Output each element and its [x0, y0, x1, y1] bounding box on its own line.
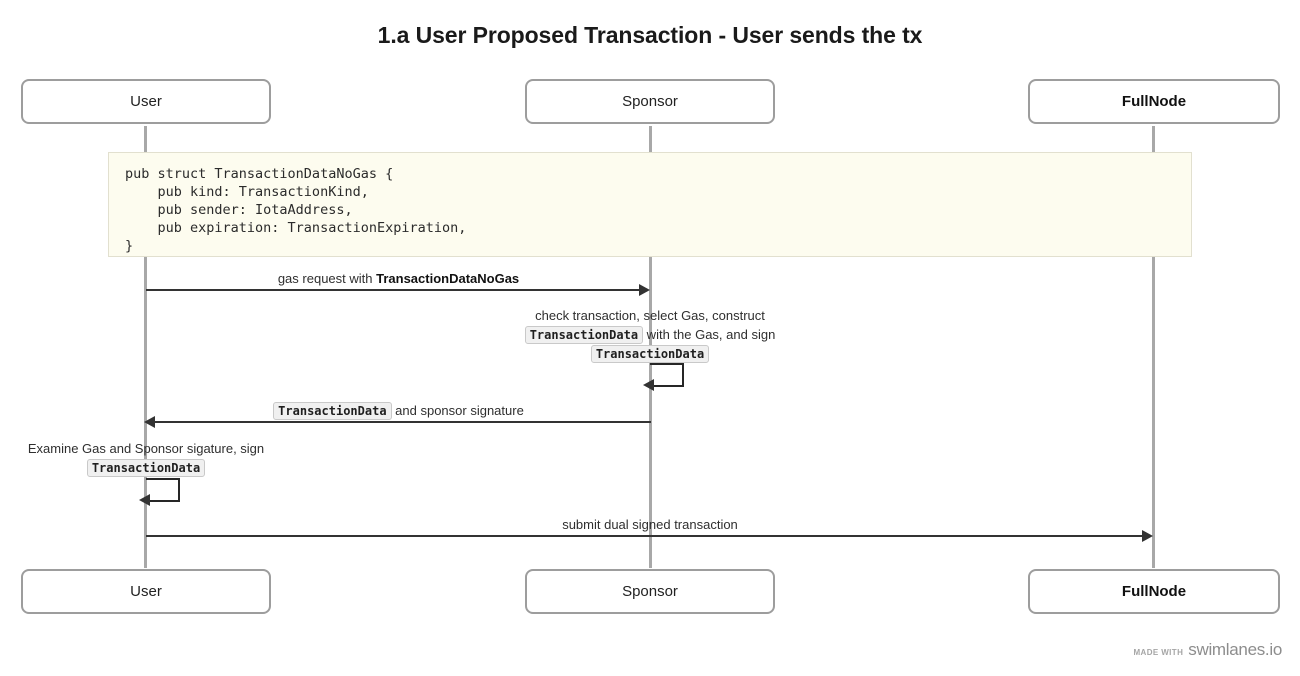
message-label-user-self: Examine Gas and Sponsor sigature, sign T…: [0, 439, 292, 477]
message-label-sponsor-self: check transaction, select Gas, construct…: [450, 306, 850, 363]
participant-fullnode-top-label: FullNode: [1121, 93, 1187, 110]
code-chip-transactiondata-4: TransactionData: [86, 459, 206, 477]
note-transactiondatanogas: pub struct TransactionDataNoGas { pub ki…: [108, 152, 1192, 257]
message-label-submit-dual-signed: submit dual signed transaction: [146, 515, 1154, 534]
arrowhead-left-user-self: [139, 494, 150, 506]
participant-sponsor-bottom[interactable]: Sponsor: [525, 569, 775, 614]
participant-fullnode-bottom[interactable]: FullNode: [1028, 569, 1280, 614]
message-label-gas-request: gas request with TransactionDataNoGas: [146, 269, 651, 288]
note-code-text: pub struct TransactionDataNoGas { pub ki…: [125, 166, 467, 254]
footer-made-with-label: MADE WITH: [1133, 648, 1184, 657]
message-arrow-submit-dual-signed: [146, 535, 1146, 537]
arrowhead-right-submit-dual-signed: [1142, 530, 1153, 542]
message-label-user-self-line1: Examine Gas and Sponsor sigature, sign: [27, 441, 265, 456]
participant-fullnode-bottom-label: FullNode: [1121, 583, 1187, 600]
message-label-user-self-line2: TransactionData: [0, 458, 292, 477]
footer-brand-label: swimlanes.io: [1188, 640, 1282, 659]
participant-sponsor-top[interactable]: Sponsor: [525, 79, 775, 124]
arrowhead-right-gas-request: [639, 284, 650, 296]
code-chip-transactiondata-3: TransactionData: [273, 402, 392, 420]
participant-user-top[interactable]: User: [21, 79, 271, 124]
participant-user-top-label: User: [130, 93, 162, 110]
self-message-loop-user: [146, 478, 182, 502]
participant-sponsor-top-label: Sponsor: [622, 93, 678, 110]
footer-watermark[interactable]: MADE WITH swimlanes.io: [1133, 640, 1282, 660]
arrowhead-left-sponsor-self: [643, 379, 654, 391]
message-label-transactiondata-return-text: and sponsor signature: [391, 403, 524, 418]
message-arrow-transactiondata-return: [155, 421, 651, 423]
arrowhead-left-transactiondata-return: [144, 416, 155, 428]
message-label-gas-request-bold: TransactionDataNoGas: [376, 271, 520, 286]
participant-sponsor-bottom-label: Sponsor: [622, 583, 678, 600]
message-label-sponsor-self-line2: TransactionData with the Gas, and sign: [450, 325, 850, 344]
message-label-sponsor-self-line1: check transaction, select Gas, construct: [535, 308, 765, 323]
page-title: 1.a User Proposed Transaction - User sen…: [377, 22, 923, 48]
participant-user-bottom[interactable]: User: [21, 569, 271, 614]
code-chip-transactiondata-2: TransactionData: [590, 345, 710, 363]
participant-fullnode-top[interactable]: FullNode: [1028, 79, 1280, 124]
participant-user-bottom-label: User: [130, 583, 162, 600]
message-label-submit-dual-signed-text: submit dual signed transaction: [562, 517, 738, 532]
message-label-gas-request-text: gas request with: [277, 271, 377, 286]
message-label-transactiondata-return: TransactionData and sponsor signature: [146, 401, 651, 420]
self-message-loop-sponsor: [650, 363, 686, 387]
message-arrow-gas-request: [146, 289, 643, 291]
lifeline-user: [144, 126, 147, 568]
message-label-sponsor-self-line2-text: with the Gas, and sign: [643, 327, 776, 342]
message-label-sponsor-self-line3: TransactionData: [450, 344, 850, 363]
lifeline-fullnode: [1152, 126, 1155, 568]
code-chip-transactiondata-1: TransactionData: [524, 326, 644, 344]
